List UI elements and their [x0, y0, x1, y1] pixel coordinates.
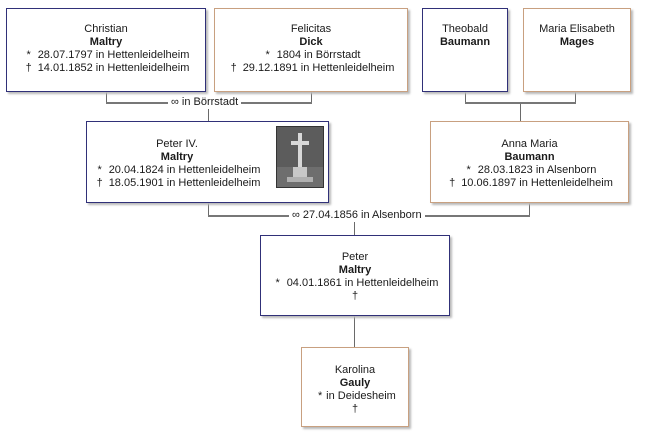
death-line: †: [261, 290, 449, 303]
last-name: Gauly: [339, 377, 371, 389]
death-line: † 14.01.1852 in Hettenleidelheim: [7, 62, 205, 75]
death-line: † 29.12.1891 in Hettenleidelheim: [215, 62, 407, 75]
marriage-icon: ∞: [292, 209, 300, 221]
death-icon: †: [25, 62, 32, 74]
connector: [529, 203, 530, 216]
first-name: Peter IV.: [156, 138, 198, 150]
connector: [520, 104, 521, 121]
first-name: Felicitas: [290, 23, 332, 35]
birth-line: * 28.07.1797 in Hettenleidelheim: [7, 49, 205, 62]
person-card-felicitas[interactable]: Felicitas Dick * 1804 in Börrstadt † 29.…: [214, 8, 408, 92]
marriage-label: ∞ 27.04.1856 in Alsenborn: [289, 209, 425, 222]
marriage-label: ∞ in Börrstadt: [168, 96, 242, 109]
first-name: Maria Elisabeth: [539, 23, 615, 35]
death-line: †: [302, 403, 408, 416]
last-name: Maltry: [160, 151, 194, 163]
person-card-karolina[interactable]: Karolina Gauly *in Deidesheim †: [301, 347, 409, 427]
marriage-icon: ∞: [171, 96, 179, 108]
connector: [465, 102, 576, 104]
last-name: Baumann: [439, 36, 491, 48]
first-name: Christian: [84, 23, 128, 35]
last-name: Maltry: [338, 264, 372, 276]
last-name: Dick: [299, 36, 323, 48]
birth-icon: *: [97, 164, 102, 176]
death-line: † 10.06.1897 in Hettenleidelheim: [431, 177, 628, 190]
person-card-maria-elisabeth[interactable]: Maria Elisabeth Mages: [523, 8, 631, 92]
connector: [311, 92, 312, 104]
death-icon: †: [230, 62, 237, 74]
last-name: Baumann: [504, 151, 555, 163]
last-name: Mages: [559, 36, 595, 48]
death-icon: †: [351, 290, 359, 302]
person-card-anna-maria[interactable]: Anna Maria Baumann * 28.03.1823 in Alsen…: [430, 121, 629, 203]
birth-icon: *: [466, 164, 471, 176]
connector: [208, 104, 209, 121]
birth-icon: *: [275, 277, 280, 289]
person-card-peter[interactable]: Peter Maltry * 04.01.1861 in Hettenleide…: [260, 235, 450, 316]
death-icon: †: [449, 177, 456, 189]
birth-line: * 28.03.1823 in Alsenborn: [431, 164, 628, 177]
birth-icon: *: [318, 390, 323, 402]
first-name: Peter: [341, 251, 369, 263]
death-icon: †: [351, 403, 359, 415]
first-name: Karolina: [334, 364, 376, 376]
birth-line: * 1804 in Börrstadt: [215, 49, 407, 62]
birth-line: *in Deidesheim: [302, 390, 408, 403]
gravestone-photo[interactable]: [276, 126, 324, 188]
birth-icon: *: [265, 49, 270, 61]
connector: [465, 92, 466, 104]
connector: [354, 316, 355, 347]
connector: [575, 92, 576, 104]
person-card-christian[interactable]: Christian Maltry * 28.07.1797 in Hettenl…: [6, 8, 206, 92]
person-text: Peter IV. Maltry * 20.04.1824 in Hettenl…: [87, 138, 267, 190]
connector: [106, 92, 107, 104]
first-name: Anna Maria: [501, 138, 558, 150]
birth-icon: *: [26, 49, 31, 61]
connector: [208, 203, 209, 216]
last-name: Maltry: [89, 36, 123, 48]
connector: [354, 217, 355, 235]
birth-line: * 20.04.1824 in Hettenleidelheim: [87, 164, 267, 177]
birth-line: * 04.01.1861 in Hettenleidelheim: [261, 277, 449, 290]
person-card-theobald[interactable]: Theobald Baumann: [422, 8, 508, 92]
death-icon: †: [96, 177, 103, 189]
gravestone-image: [277, 127, 323, 187]
death-line: † 18.05.1901 in Hettenleidelheim: [87, 177, 267, 190]
first-name: Theobald: [442, 23, 488, 35]
person-card-peter-iv[interactable]: Peter IV. Maltry * 20.04.1824 in Hettenl…: [86, 121, 329, 203]
